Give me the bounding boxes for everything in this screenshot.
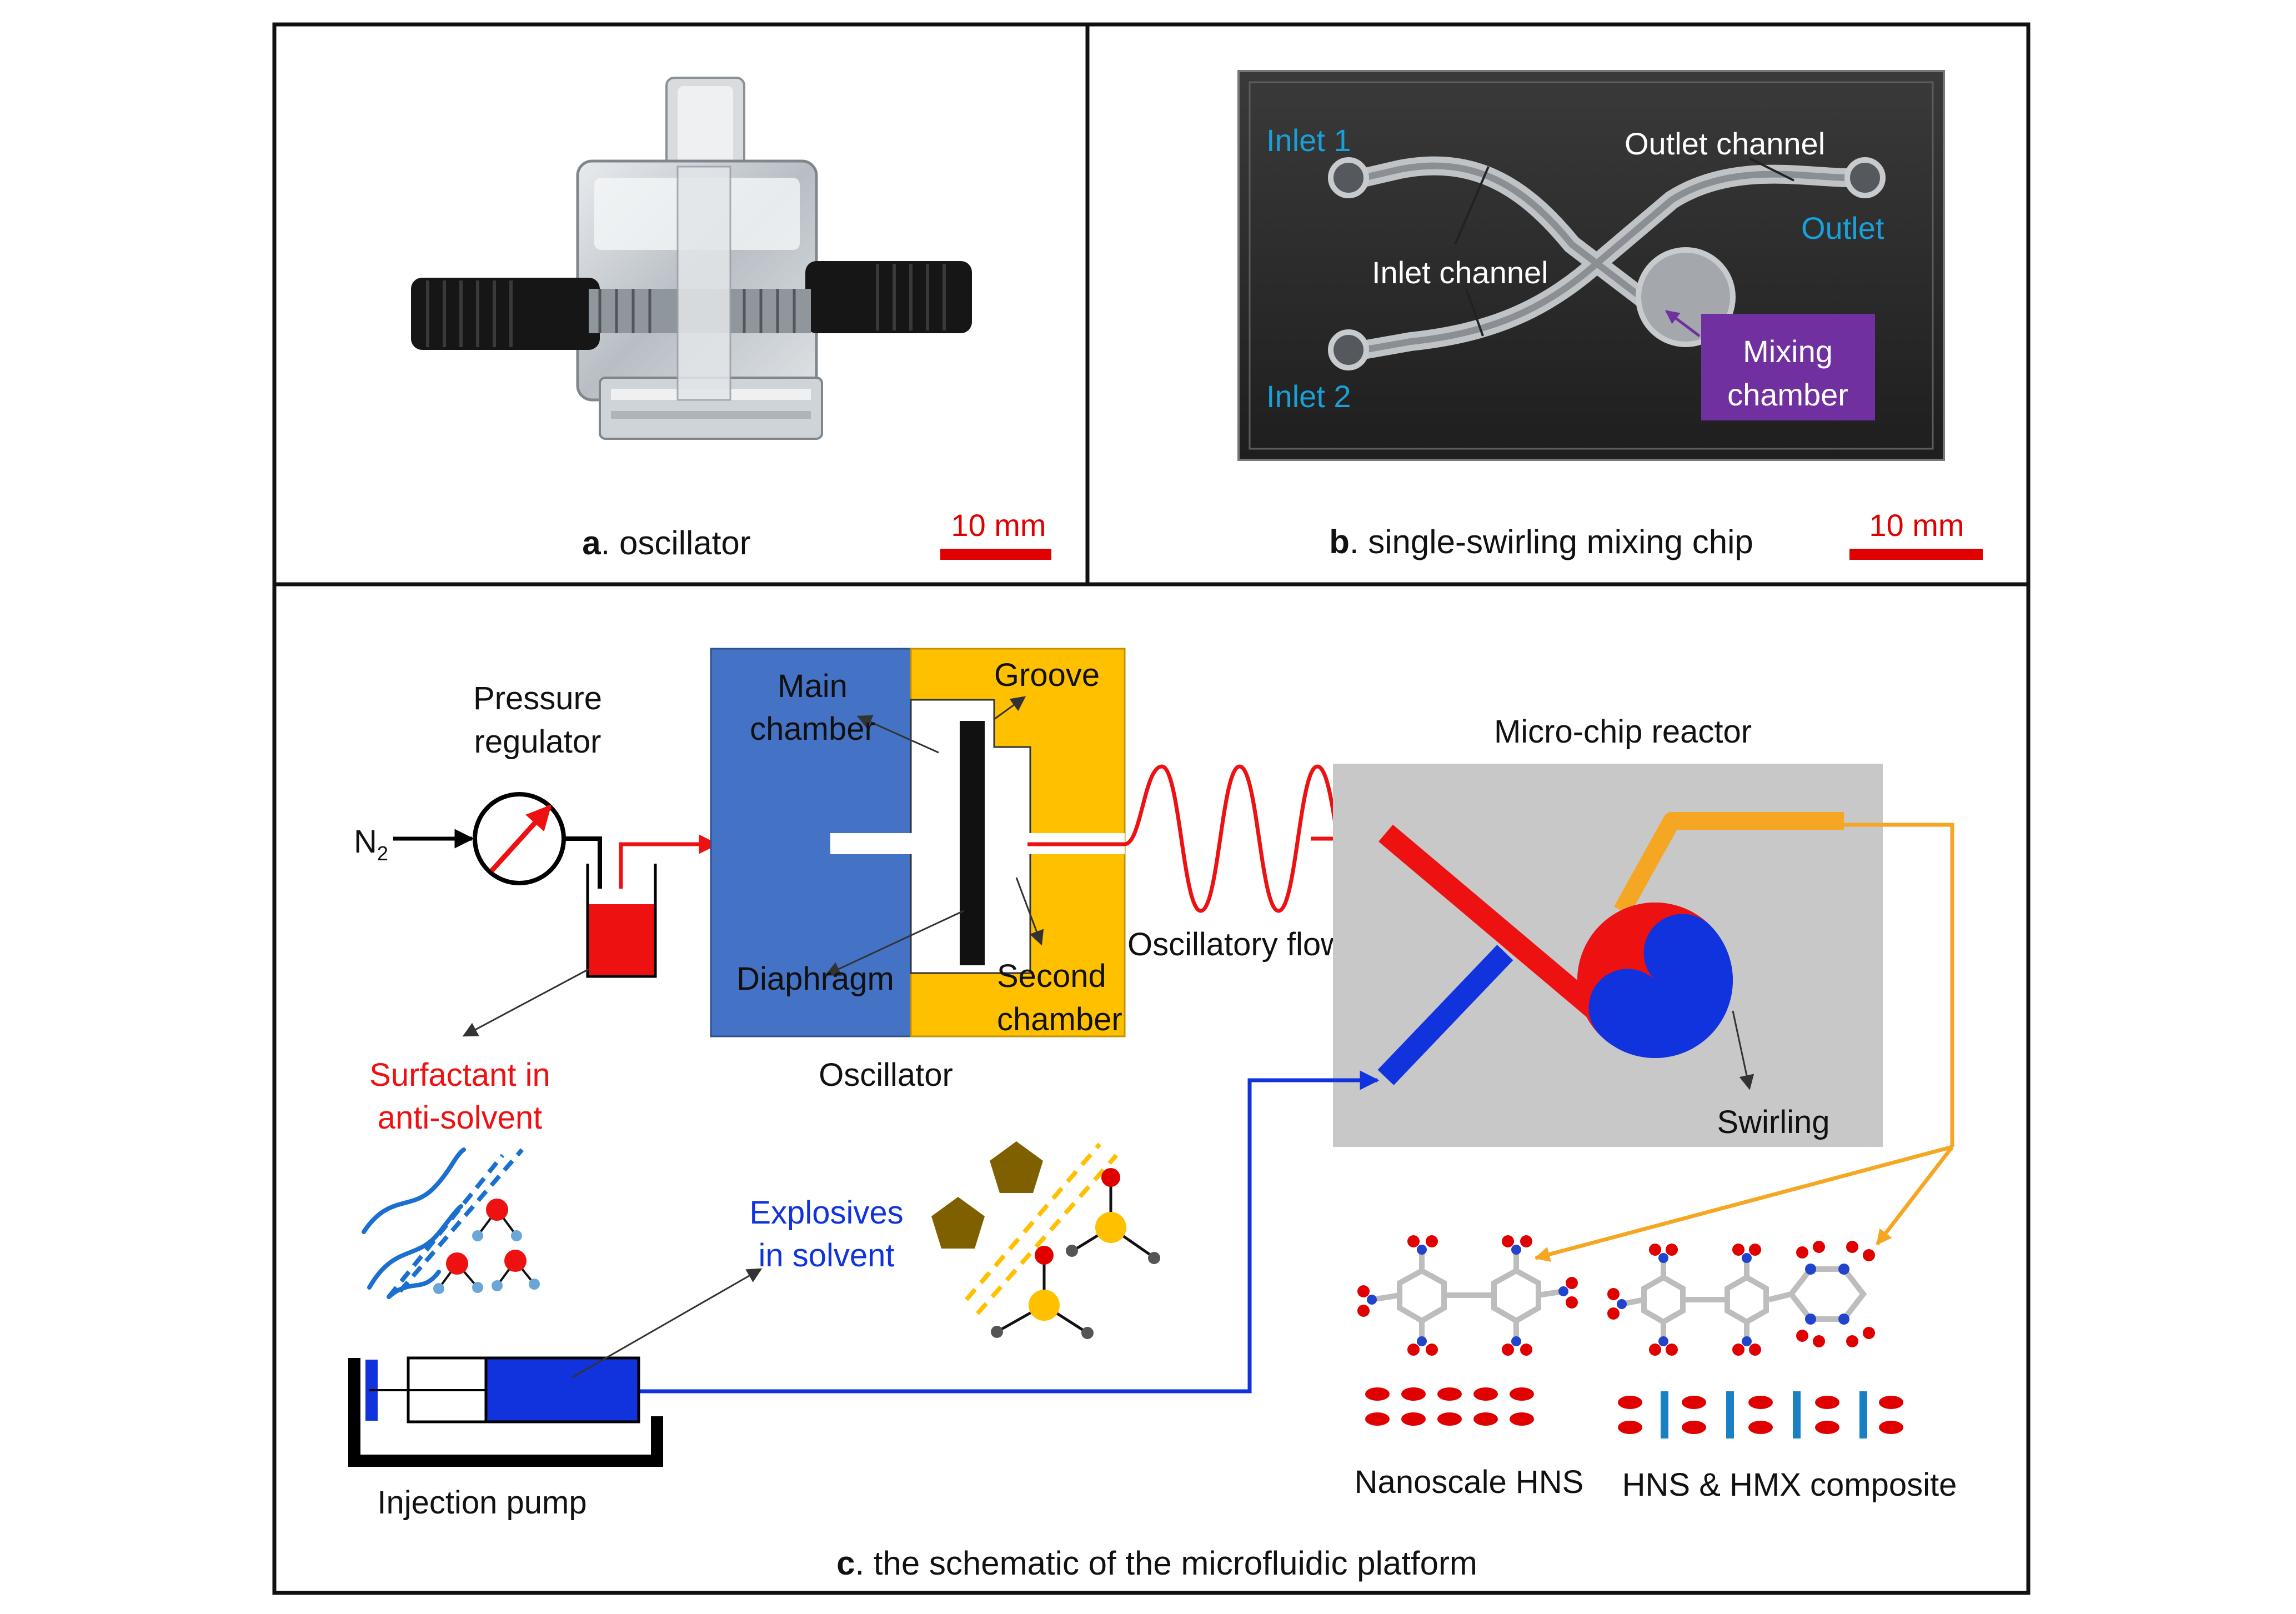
anti-solvent-beaker [462,834,819,1037]
surfactant-illustration [362,1147,540,1299]
groove-label: Groove [994,657,1100,693]
micro-chip-reactor [1333,764,1883,1147]
nanoscale-hns-label: Nanoscale HNS [1355,1464,1584,1500]
surfactant-molecule-2 [433,1252,483,1294]
surfactant-molecule-1 [472,1199,522,1241]
swirl-mixer [1577,903,1733,1058]
oscillator-schematic [710,648,1126,1037]
inlet-channel-label: Inlet channel [1372,255,1548,290]
second-chamber-label-1: Second [997,958,1106,994]
panel-a-scale-label: 10 mm [951,508,1046,543]
surfactant-label-2: anti-solvent [378,1100,543,1136]
explosive-molecule-2 [991,1246,1094,1339]
inlet-1-label: Inlet 1 [1266,123,1351,158]
panel-borders [272,22,2031,1595]
panel-c-caption: c. the schematic of the microfluidic pla… [836,1545,1477,1582]
main-chamber-label-1: Main [778,668,848,704]
injection-pump [348,1268,763,1467]
composite-label: HNS & HMX composite [1622,1467,1957,1503]
surfactant-molecule-3 [492,1250,540,1291]
diaphragm-label: Diaphragm [736,961,894,997]
pressure-regulator-label-1: Pressure [473,680,602,716]
explosive-molecule-1 [1066,1168,1160,1264]
mixing-chip-photo [1237,70,1945,461]
oscillatory-flow-label: Oscillatory flow [1127,926,1345,963]
panel-b-scale-label: 10 mm [1869,508,1964,543]
panel-a-caption: a. oscillator [582,524,750,562]
hns-hmx-composite-illustration [1607,1241,1903,1438]
panel-b-caption: b. single-swirling mixing chip [1329,523,1753,560]
explosives-label-2: in solvent [758,1237,894,1274]
injection-line [639,1070,1380,1394]
mixing-chamber-label-1: Mixing [1743,334,1833,369]
reactor-label: Micro-chip reactor [1494,714,1752,750]
panel-b: Inlet 1 Inlet 2 Outlet Outlet channel In… [1237,70,1983,560]
panel-c: Pressure regulator N2 Surfactant in anti… [348,648,1957,1582]
outlet-label: Outlet [1801,210,1884,245]
nanoscale-hns-illustration [1357,1235,1578,1426]
inlet-2-label: Inlet 2 [1266,379,1351,414]
oscillator-photo [411,77,972,440]
main-chamber-label-2: chamber [750,711,875,747]
explosives-illustration [931,1141,1160,1339]
pressure-regulator-label-2: regulator [474,724,601,760]
panel-b-scale-bar: 10 mm [1849,508,1983,560]
panel-a: 10 mm a. oscillator [411,77,1051,562]
oscillator-label: Oscillator [819,1057,953,1093]
surfactant-label-1: Surfactant in [369,1057,550,1093]
oscillator-pointers [825,696,1044,976]
pressure-regulator [393,792,602,889]
n2-label: N2 [354,824,388,865]
panel-a-scale-bar: 10 mm [940,508,1051,560]
injection-pump-label: Injection pump [377,1485,586,1521]
explosives-label-1: Explosives [749,1195,903,1231]
mixing-chamber-label-2: chamber [1727,377,1848,412]
second-chamber-label-2: chamber [997,1001,1122,1037]
output-lines [1534,823,1954,1262]
outlet-channel-label: Outlet channel [1625,126,1825,161]
swirling-label: Swirling [1717,1104,1829,1140]
